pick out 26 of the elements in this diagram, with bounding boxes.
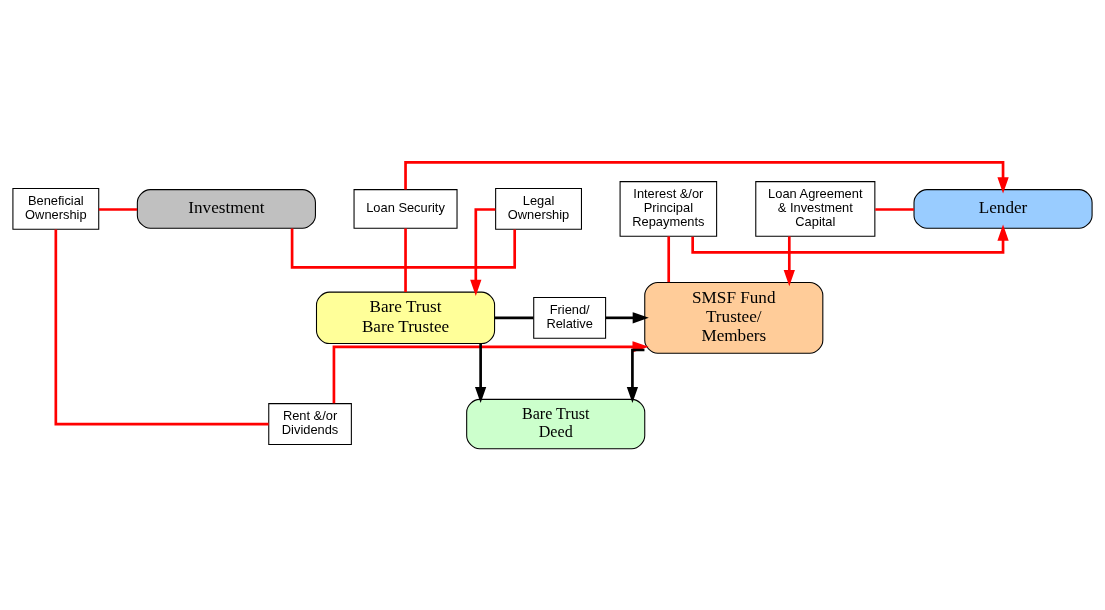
arrow: [404, 160, 1009, 193]
arrow: [691, 224, 1009, 254]
connector: [290, 227, 517, 269]
arrow: [626, 348, 645, 403]
connector: [98, 207, 138, 211]
node-box: SMSF Fund Trustee/ Members: [644, 281, 824, 354]
arrow: [783, 235, 795, 286]
connector: [494, 316, 534, 319]
node-box: Lender: [913, 188, 1093, 229]
node-box: Beneficial Ownership: [12, 187, 100, 230]
node-box: Loan Security: [353, 188, 458, 229]
connector: [54, 229, 269, 425]
arrow: [474, 343, 487, 403]
node-box: Loan Agreement & Investment Capital: [755, 180, 876, 237]
node-box: Bare Trust Deed: [466, 398, 646, 449]
node-box: Friend/ Relative: [533, 296, 607, 339]
arrow: [332, 340, 649, 403]
arrow: [605, 311, 649, 323]
node-box: Interest &/or Principal Repayments: [619, 180, 718, 237]
connector: [667, 235, 671, 282]
connector: [404, 227, 407, 292]
node-box: Rent &/or Dividends: [268, 402, 352, 445]
node-box: Legal Ownership: [495, 187, 582, 230]
node-box: Bare Trust Bare Trustee: [315, 291, 496, 344]
node-box: Investment: [136, 188, 316, 229]
connector: [875, 207, 914, 211]
